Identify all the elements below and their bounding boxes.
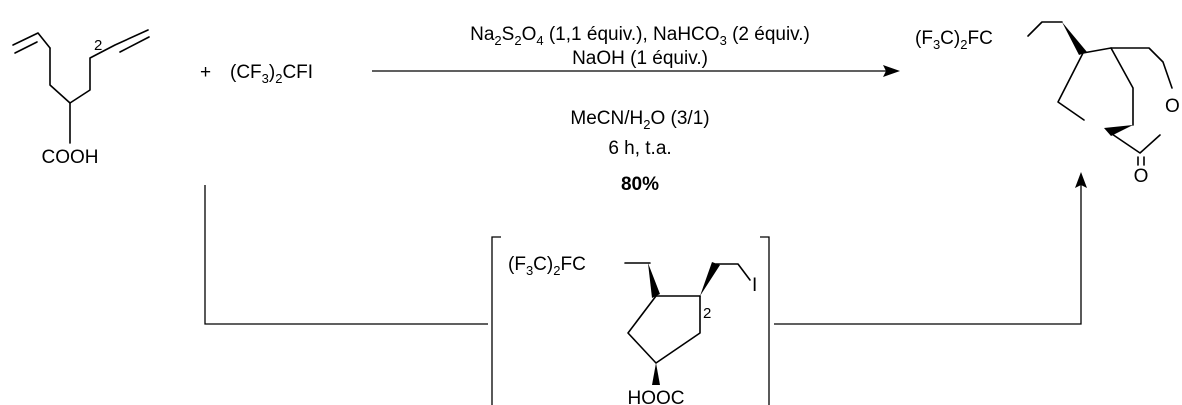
intermediate-bracket — [491, 236, 770, 405]
reagent-formula: (CF3)2CFI — [230, 62, 313, 86]
intermediate-substituent: (F3C)2FC — [508, 254, 586, 278]
intermediate-molecule: (F3C)2FC I 2 HOOC — [508, 254, 757, 405]
product-ring-oxygen: O — [1165, 96, 1180, 117]
intermediate-acid-group: HOOC — [628, 388, 685, 405]
reactant-molecule: 2 COOH — [12, 29, 150, 168]
conditions-line-1: Na2S2O4 (1,1 équiv.), NaHCO3 (2 équiv.) — [470, 24, 810, 48]
conditions-line-3: MeCN/H2O (3/1) — [570, 108, 709, 132]
product-substituent: (F3C)2FC — [915, 28, 993, 52]
plus-sign: + — [200, 62, 211, 83]
intermediate-position-label: 2 — [703, 305, 711, 322]
intermediate-iodine: I — [752, 275, 757, 296]
reactant-position-label: 2 — [94, 37, 102, 54]
reaction-conditions: Na2S2O4 (1,1 équiv.), NaHCO3 (2 équiv.) … — [470, 24, 810, 195]
product-molecule: (F3C)2FC O O — [915, 21, 1180, 187]
conditions-line-2: NaOH (1 équiv.) — [572, 48, 708, 69]
reactant-acid-group: COOH — [42, 147, 99, 168]
reaction-yield: 80% — [621, 174, 659, 195]
reaction-arrow — [372, 65, 900, 77]
product-carbonyl-oxygen: O — [1134, 166, 1149, 187]
reagent: + (CF3)2CFI — [200, 62, 313, 86]
conditions-line-4: 6 h, t.a. — [608, 138, 671, 159]
pathway-connector — [204, 172, 1087, 325]
